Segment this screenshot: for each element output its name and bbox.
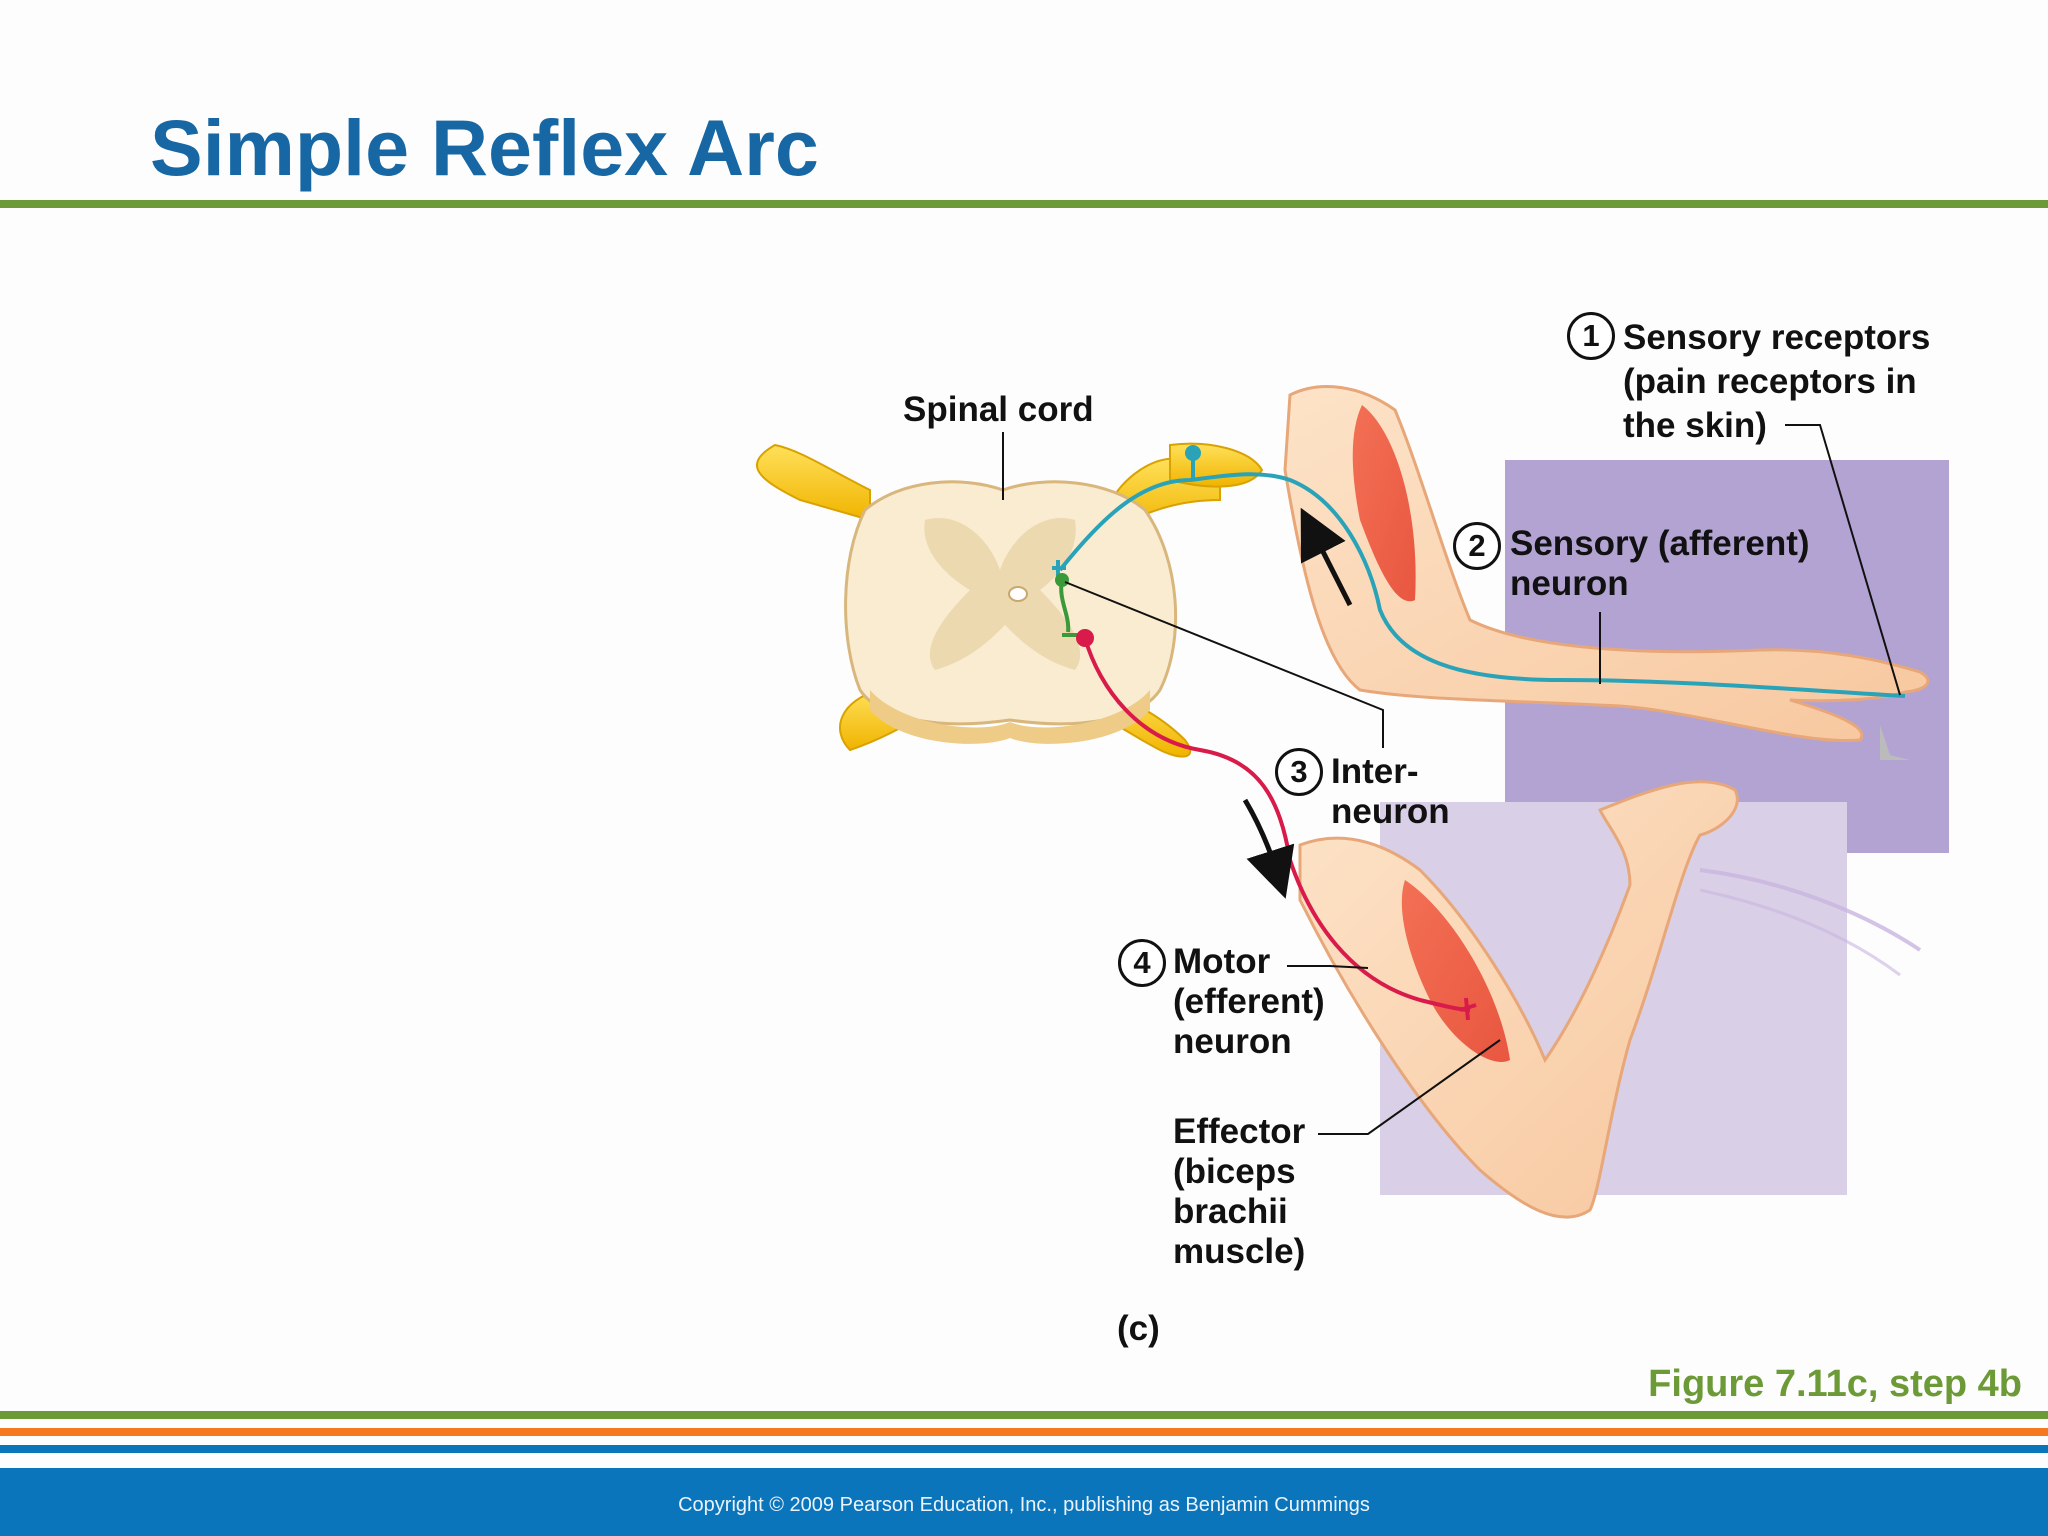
step-4-badge: 4	[1118, 939, 1166, 987]
step-3-badge: 3	[1275, 748, 1323, 796]
afferent-direction-arrow	[1300, 507, 1353, 607]
efferent-direction-arrow	[1242, 798, 1295, 899]
spinal-cord-section	[844, 480, 1178, 744]
slide-title: Simple Reflex Arc	[150, 103, 819, 192]
figure-reference: Figure 7.11c, step 4b	[1648, 1363, 2022, 1405]
step-2-badge: 2	[1453, 522, 1501, 570]
step-4-label: Motor (efferent) neuron	[1173, 942, 1325, 1061]
step-1-label: Sensory receptors (pain receptors in the…	[1623, 318, 1931, 445]
footer-bar	[0, 1468, 2048, 1536]
step-1-badge: 1	[1567, 312, 1615, 360]
bottom-green-rule	[0, 1411, 2048, 1419]
step-3-label: Inter- neuron	[1331, 752, 1450, 831]
step-2-label: Sensory (afferent) neuron	[1510, 524, 1810, 603]
effector-label: Effector (biceps brachii muscle)	[1173, 1112, 1306, 1271]
bottom-blue-rule	[0, 1445, 2048, 1453]
lower-arm-illustration	[1298, 780, 1922, 1219]
spinal-cord-label: Spinal cord	[903, 390, 1094, 429]
title-underline	[0, 200, 2048, 208]
leader-lines	[1002, 424, 1901, 1135]
panel-label: (c)	[1117, 1309, 1160, 1348]
copyright-text: Copyright © 2009 Pearson Education, Inc.…	[678, 1494, 1370, 1516]
interneuron-path	[1055, 573, 1078, 637]
bottom-orange-rule	[0, 1428, 2048, 1436]
